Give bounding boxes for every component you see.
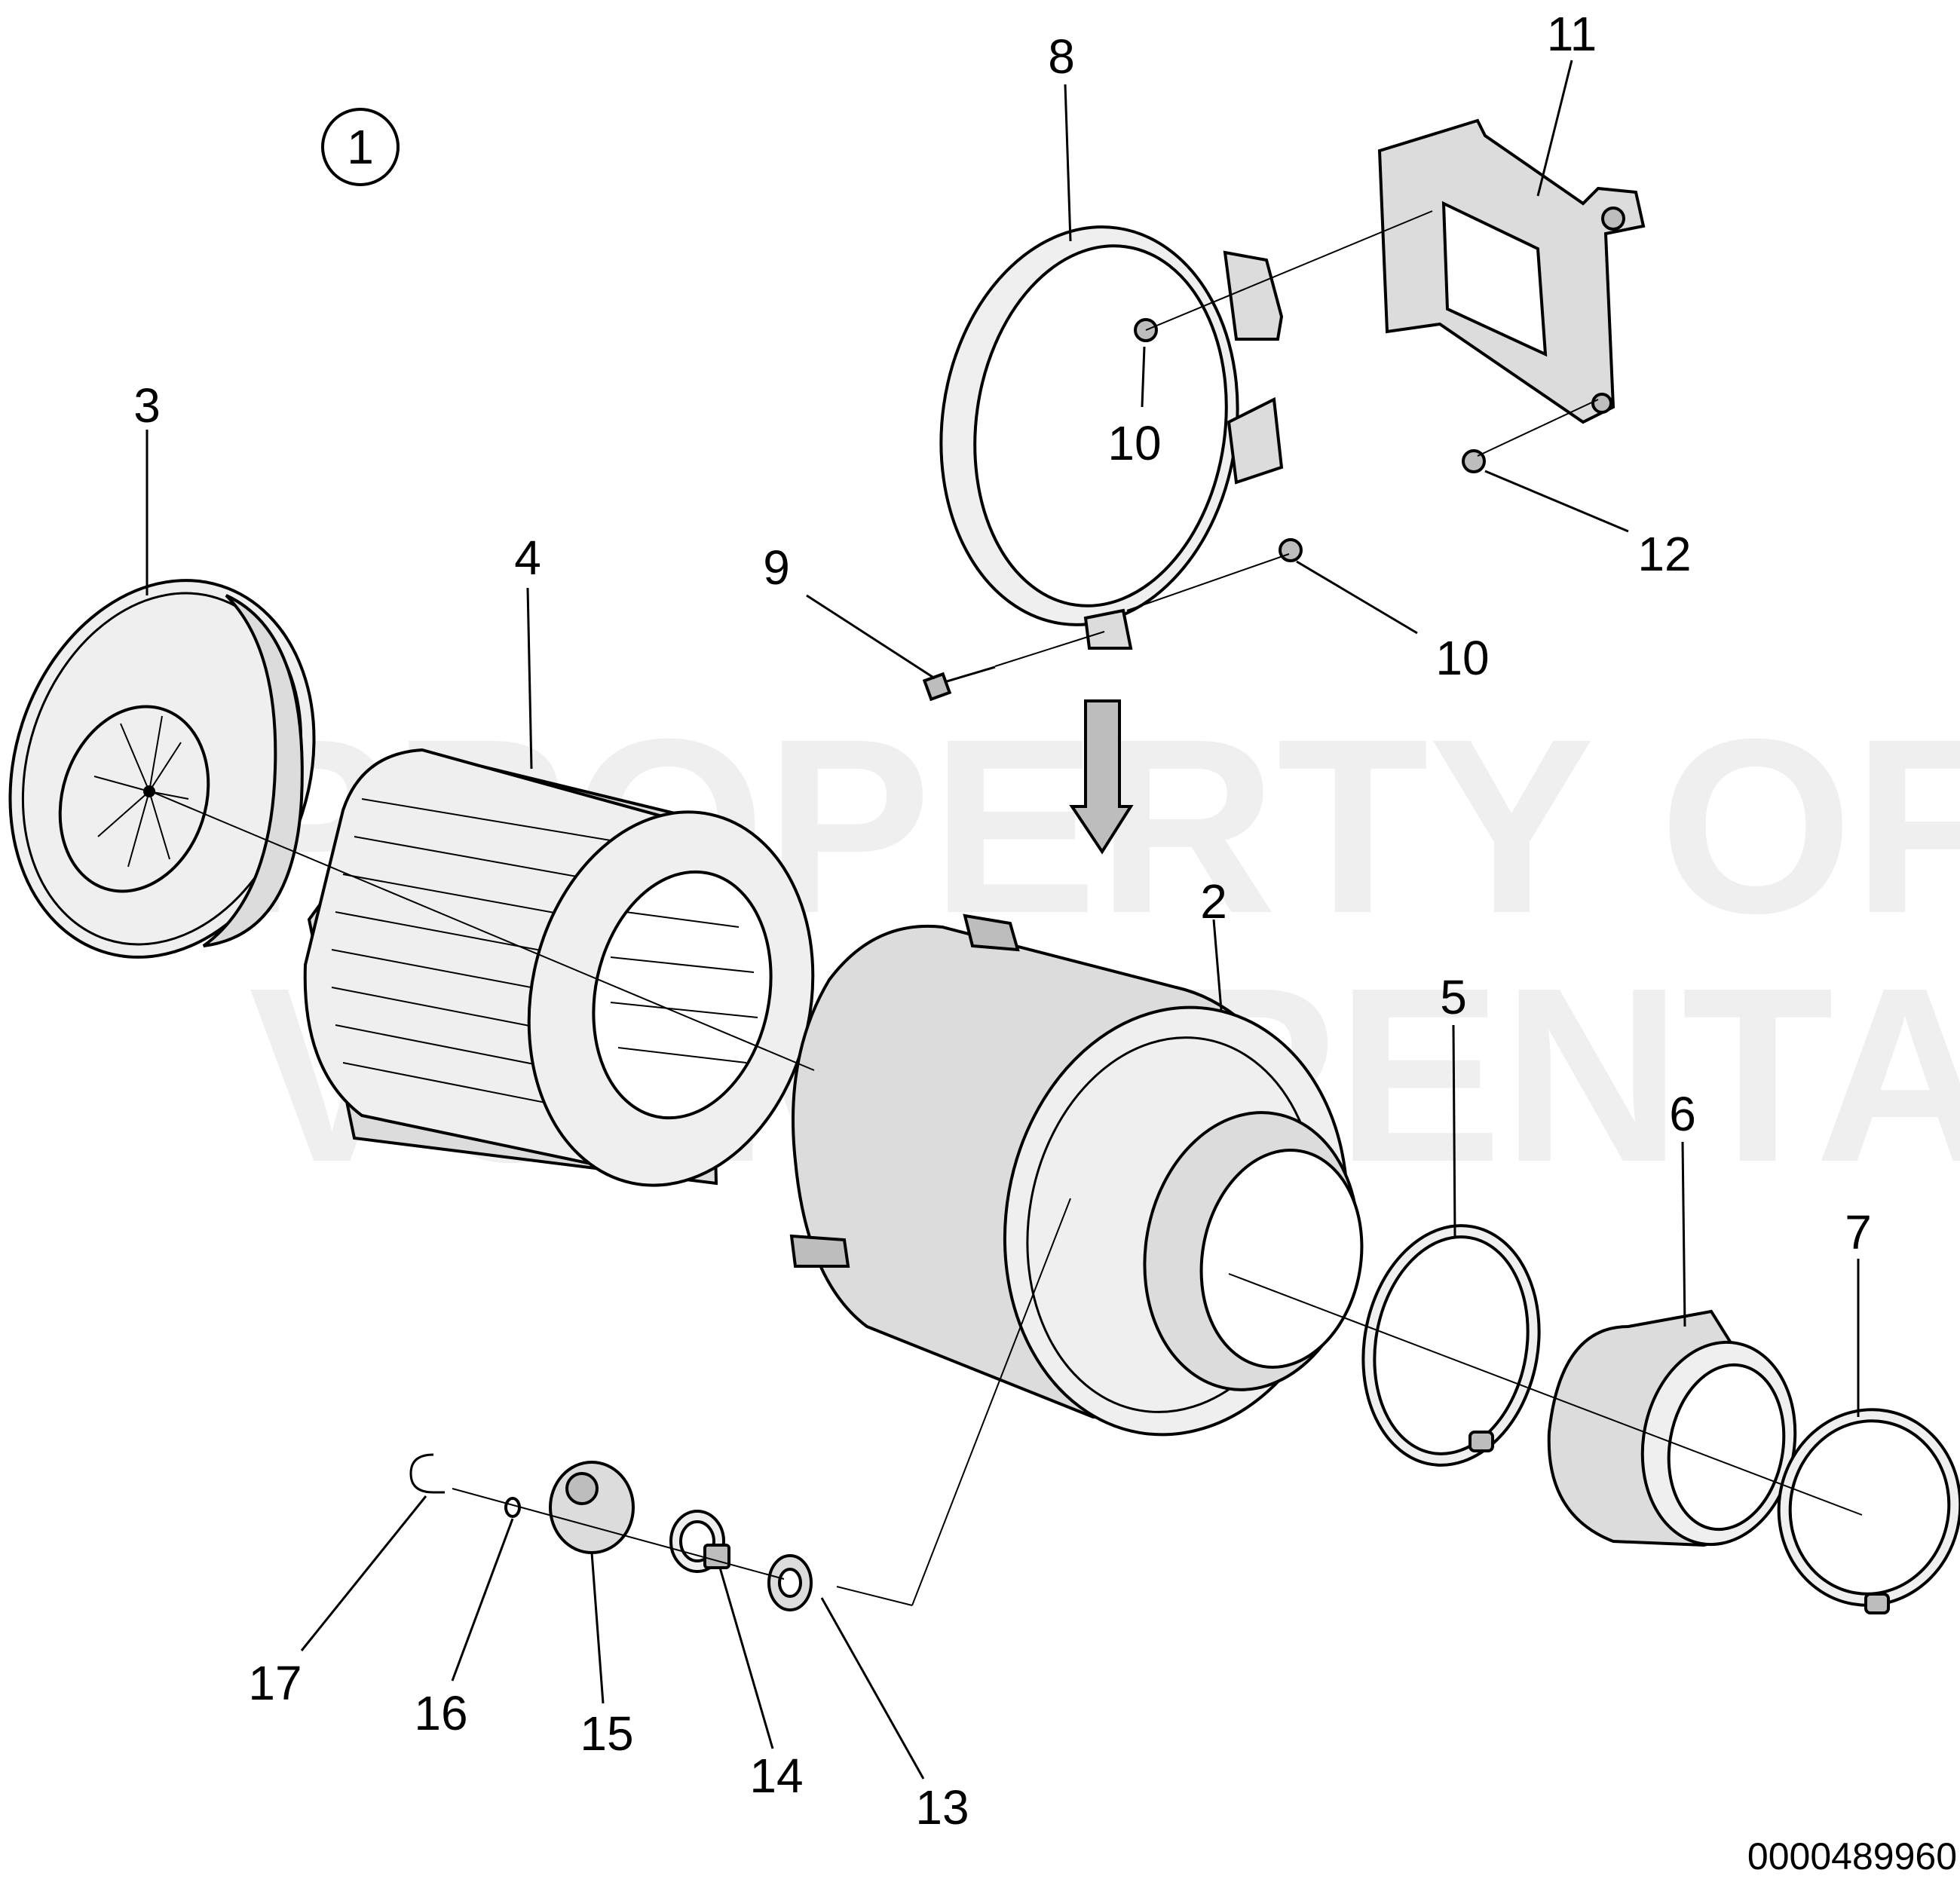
callout-2: 2 — [1200, 874, 1227, 929]
part-16-o-ring — [504, 1497, 521, 1518]
view-number-circle — [321, 108, 400, 186]
part-2-filter-housing — [789, 913, 1364, 1437]
callout-6: 6 — [1669, 1087, 1696, 1141]
callout-leaders — [145, 60, 1860, 1780]
part-11-bracket — [1377, 118, 1646, 424]
assembly-direction-arrow — [1069, 699, 1134, 855]
end-cover-vanes — [93, 715, 189, 868]
part-4-filter-element — [303, 748, 815, 1187]
part-3-end-cover — [8, 579, 316, 959]
callout-12: 12 — [1637, 527, 1691, 581]
part-14-hose-clip — [669, 1510, 730, 1573]
view-number: 1 — [347, 120, 374, 174]
part-10-nut-lower — [1279, 538, 1303, 562]
callout-13: 13 — [915, 1780, 969, 1835]
callout-16: 16 — [414, 1686, 467, 1740]
view-number-badge: 1 — [321, 108, 400, 186]
callout-4: 4 — [514, 531, 541, 585]
part-13-valve — [767, 1554, 813, 1611]
part-17-hook — [409, 1453, 445, 1494]
callout-5: 5 — [1440, 970, 1467, 1024]
part-15-indicator — [549, 1461, 635, 1554]
callout-15: 15 — [580, 1706, 633, 1761]
callout-10-lower: 10 — [1435, 631, 1489, 685]
callout-17: 17 — [248, 1656, 302, 1710]
reference-number: 0000489960 — [1747, 1835, 1957, 1877]
callout-labels: 2 3 4 5 6 7 8 9 10 10 11 12 13 14 15 16 … — [133, 7, 1872, 1835]
part-5-clamp — [1361, 1224, 1541, 1467]
filter-inner-pleats — [610, 911, 758, 1063]
callout-9: 9 — [763, 540, 790, 595]
callout-10-upper: 10 — [1107, 416, 1161, 470]
part-6-adapter — [1547, 1309, 1797, 1547]
callout-7: 7 — [1845, 1205, 1872, 1259]
callout-11: 11 — [1547, 7, 1597, 61]
callout-14: 14 — [749, 1749, 803, 1803]
part-7-clamp — [1777, 1408, 1960, 1614]
part-8-mounting-strap — [939, 225, 1284, 650]
callout-8: 8 — [1048, 29, 1075, 84]
callout-3: 3 — [133, 378, 161, 433]
alignment-lines — [150, 210, 1863, 1606]
